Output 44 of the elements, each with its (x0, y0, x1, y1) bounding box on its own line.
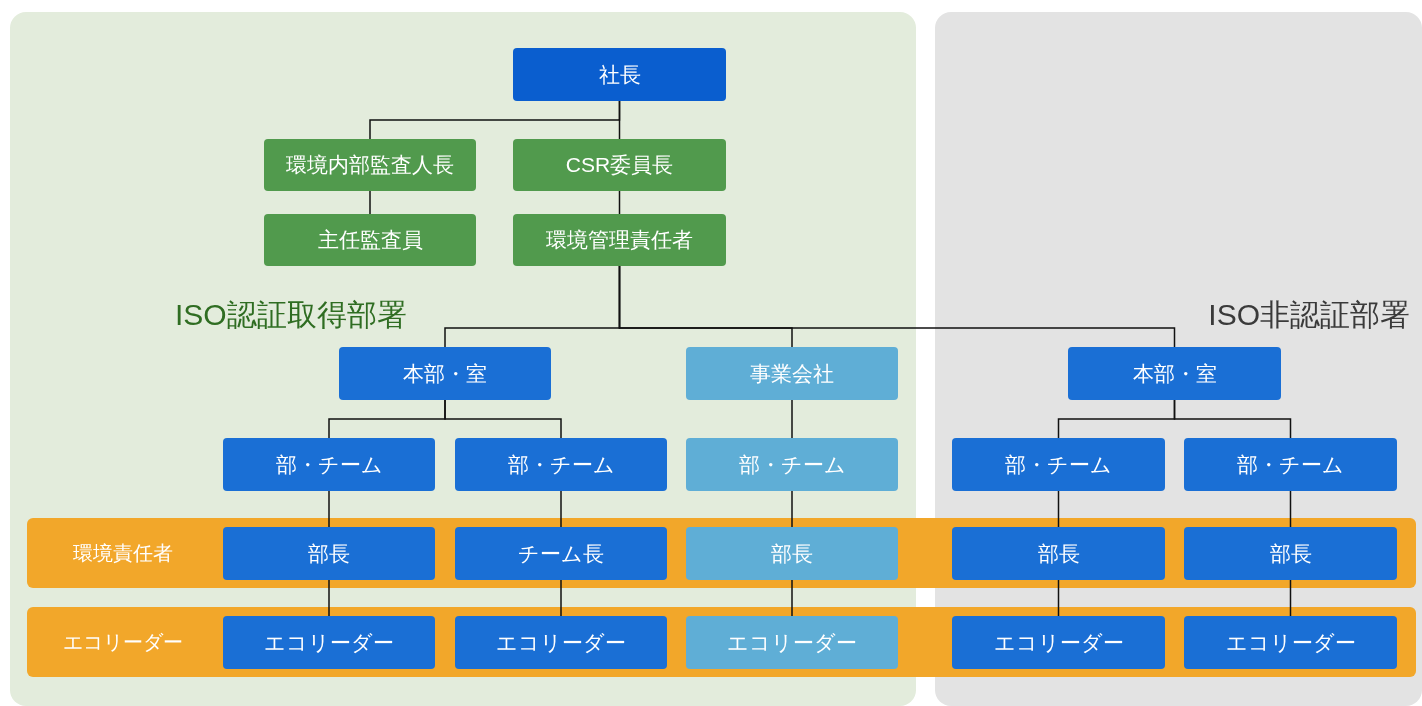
org-box: 主任監査員 (264, 214, 476, 266)
connector-line (618, 190, 621, 215)
connector-line (1173, 399, 1292, 439)
org-box: 部・チーム (952, 438, 1165, 491)
connector-line (791, 579, 793, 617)
org-box: 社長 (513, 48, 726, 101)
connector-line (560, 579, 562, 617)
org-box: エコリーダー (1184, 616, 1397, 669)
panel-heading: ISO非認証部署 (1208, 300, 1410, 330)
org-box: エコリーダー (686, 616, 898, 669)
panel-heading: ISO認証取得部署 (175, 300, 407, 330)
connector-line (791, 490, 793, 528)
connector-line (1289, 490, 1292, 528)
org-box: 事業会社 (686, 347, 898, 400)
org-box: 部長 (952, 527, 1165, 580)
connector-line (560, 490, 562, 528)
connector-line (618, 265, 1176, 348)
org-box: エコリーダー (455, 616, 667, 669)
org-box: エコリーダー (952, 616, 1165, 669)
org-box: チーム長 (455, 527, 667, 580)
org-box: 部・チーム (686, 438, 898, 491)
org-box: 本部・室 (339, 347, 551, 400)
band-label: エコリーダー (62, 630, 184, 655)
org-box: 環境内部監査人長 (264, 139, 476, 191)
connector-line (1289, 579, 1292, 617)
org-box: 部長 (223, 527, 435, 580)
connector-line (1057, 490, 1060, 528)
connector-line (369, 190, 371, 215)
connector-line (791, 399, 793, 439)
connector-line (618, 100, 621, 140)
connector-line (1057, 579, 1060, 617)
band-label: 環境責任者 (72, 541, 174, 566)
org-box: CSR委員長 (513, 139, 726, 191)
connector-line (444, 399, 562, 439)
org-box: 部・チーム (223, 438, 435, 491)
org-box: エコリーダー (223, 616, 435, 669)
org-box: 部長 (1184, 527, 1397, 580)
org-box: 本部・室 (1068, 347, 1281, 400)
org-box: 部・チーム (455, 438, 667, 491)
org-box: 部・チーム (1184, 438, 1397, 491)
org-box: 環境管理責任者 (513, 214, 726, 266)
connector-line (328, 490, 330, 528)
connector-line (328, 579, 330, 617)
org-box: 部長 (686, 527, 898, 580)
